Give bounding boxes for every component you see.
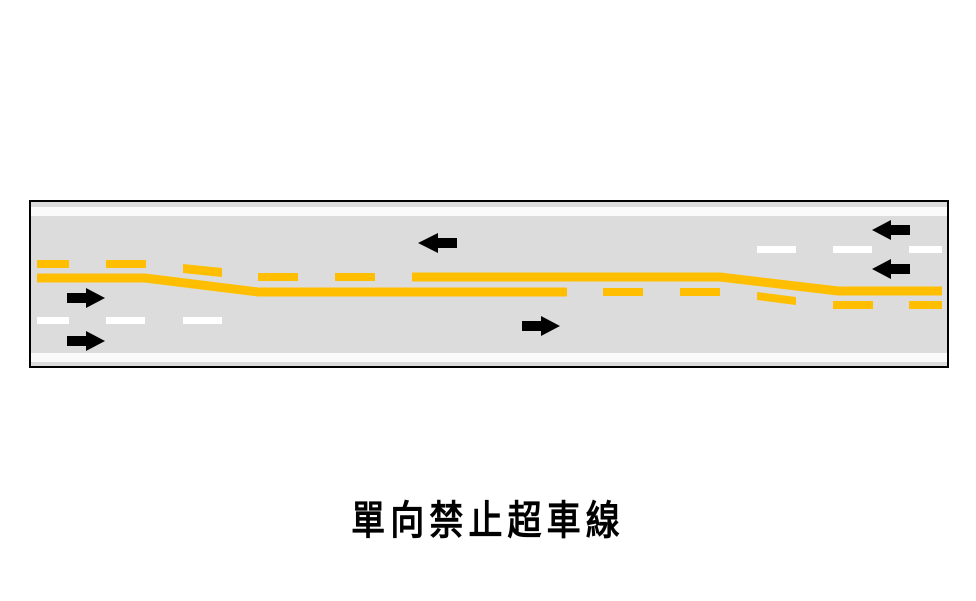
arrow-right-icon bbox=[67, 288, 105, 308]
arrow-left-icon bbox=[872, 259, 910, 279]
arrow-left-icon bbox=[418, 233, 457, 253]
yellow-dash bbox=[183, 264, 222, 277]
white-lane-dash bbox=[183, 317, 222, 324]
white-lane-dash bbox=[37, 317, 69, 324]
yellow-dash bbox=[335, 273, 375, 281]
yellow-dash bbox=[106, 260, 146, 268]
yellow-dash bbox=[909, 301, 942, 309]
yellow-dash bbox=[258, 273, 298, 281]
arrow-left-icon bbox=[872, 220, 910, 240]
yellow-dash bbox=[37, 260, 69, 268]
yellow-dash bbox=[757, 292, 796, 305]
solid-yellow-line-left bbox=[37, 273, 567, 297]
arrow-right-icon bbox=[522, 316, 560, 336]
yellow-dash bbox=[603, 288, 643, 296]
edge-line-bottom bbox=[31, 353, 947, 362]
yellow-dash bbox=[833, 301, 873, 309]
white-lane-dash bbox=[833, 246, 872, 253]
white-lane-dash bbox=[757, 246, 796, 253]
diagram-title: 單向禁止超車線 bbox=[351, 498, 625, 544]
solid-yellow-line-center bbox=[412, 272, 942, 296]
arrow-right-icon bbox=[67, 331, 105, 351]
white-lane-dash bbox=[106, 317, 145, 324]
edge-line-top bbox=[31, 207, 947, 216]
yellow-dash bbox=[680, 288, 720, 296]
white-lane-dash bbox=[909, 246, 942, 253]
